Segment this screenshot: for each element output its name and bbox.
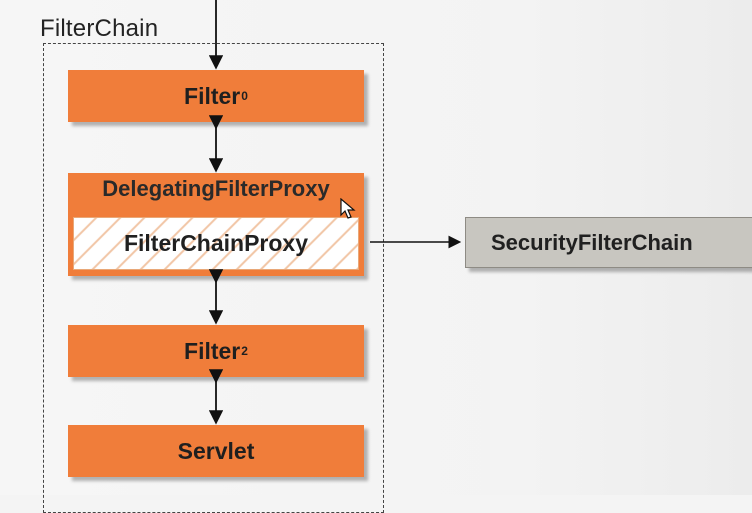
filter-2-subscript: 2 bbox=[241, 344, 248, 358]
delegating-filter-proxy-node: DelegatingFilterProxy FilterChainProxy bbox=[68, 173, 364, 276]
filter-chain-proxy-node: FilterChainProxy bbox=[73, 217, 359, 270]
filter-2-label: Filter bbox=[184, 337, 241, 364]
security-filter-chain-node: SecurityFilterChain bbox=[465, 217, 752, 268]
servlet-node: Servlet bbox=[68, 425, 364, 477]
servlet-label: Servlet bbox=[177, 437, 255, 464]
filter-chain-title: FilterChain bbox=[40, 15, 159, 42]
delegating-filter-proxy-label: DelegatingFilterProxy bbox=[102, 176, 330, 201]
mouse-cursor-icon bbox=[340, 198, 356, 219]
filter-chain-proxy-label: FilterChainProxy bbox=[123, 230, 309, 256]
security-filter-chain-label: SecurityFilterChain bbox=[491, 229, 693, 255]
filter-0-label: Filter bbox=[184, 82, 241, 109]
filter-0-subscript: 0 bbox=[241, 89, 248, 103]
